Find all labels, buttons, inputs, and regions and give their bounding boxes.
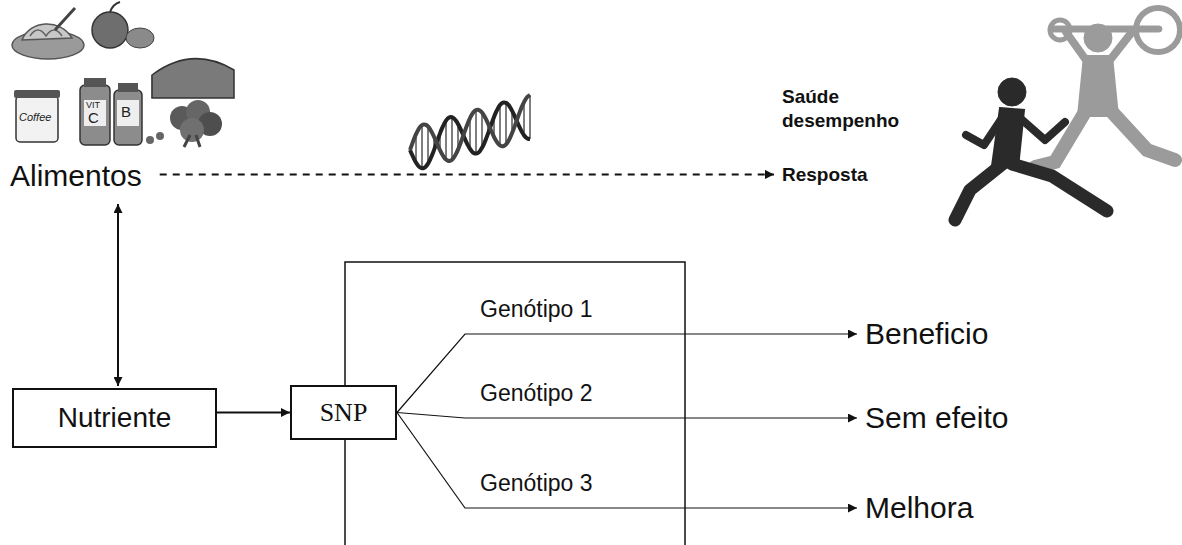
bottle-text: B — [121, 104, 131, 119]
outcome-label: Beneficio — [865, 316, 988, 352]
bottle-text: C — [88, 110, 99, 125]
connector-arrow — [397, 413, 857, 419]
cup-text: Coffee — [19, 112, 51, 123]
genotype-label: Genótipo 3 — [480, 470, 593, 498]
food-icons — [12, 2, 234, 147]
food-label: Alimentos — [10, 158, 142, 194]
athletes — [955, 8, 1180, 220]
genotype-label: Genótipo 2 — [480, 380, 593, 408]
dna-helix — [410, 95, 530, 168]
node-text: Sem efeito — [865, 400, 1008, 436]
bottle-text: VIT — [86, 101, 100, 110]
outcome-label: Melhora — [865, 490, 973, 526]
connector-arrow — [217, 412, 290, 414]
node-text: Nutriente — [58, 401, 172, 435]
outcome-heading: Saúde desempenho — [782, 85, 922, 133]
connector-arrow — [397, 413, 857, 509]
node-text: Alimentos — [10, 158, 142, 194]
outcome-label: Sem efeito — [865, 400, 1008, 436]
snp-box: SNP — [290, 385, 397, 440]
nutrient-box: Nutriente — [12, 388, 217, 448]
dashed-arrow — [160, 173, 774, 175]
genotype-label: Genótipo 1 — [480, 296, 593, 324]
connector-arrow — [117, 204, 119, 386]
response-label: Saúde desempenhoResposta — [782, 85, 922, 186]
node-text: SNP — [320, 397, 368, 428]
node-text: Melhora — [865, 490, 973, 526]
node-text: Beneficio — [865, 316, 988, 352]
connector-arrow — [397, 334, 857, 413]
response-text: Resposta — [782, 163, 922, 187]
